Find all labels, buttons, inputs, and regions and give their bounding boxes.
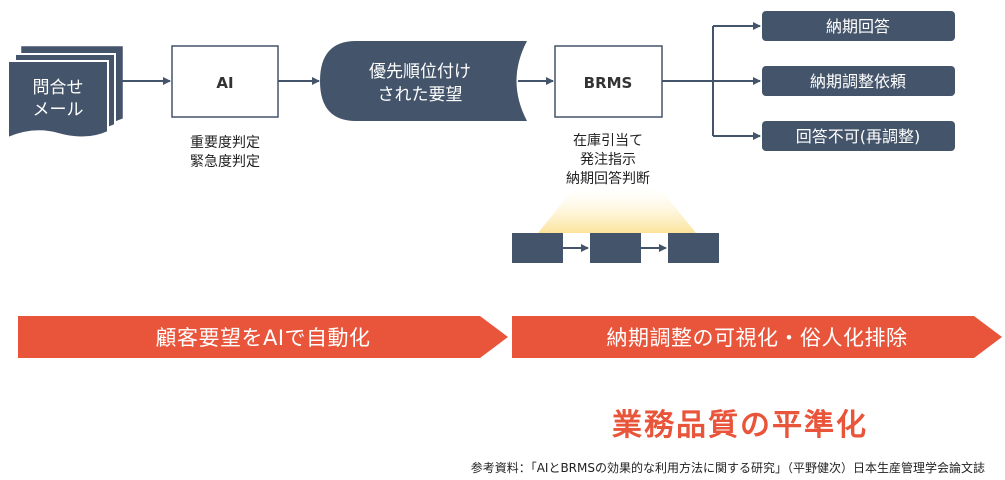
flow-diagram: 問合せ メール AI 優先順位付け された要望 BRMS 納期回答 納期調整依頼… — [7, 11, 955, 263]
result-box-answer — [762, 11, 955, 41]
brms-label: BRMS — [584, 74, 633, 92]
brms-caption-judgment: 納期回答判断 — [566, 171, 650, 187]
ai-label: AI — [216, 74, 233, 92]
ai-caption-urgency: 緊急度判定 — [190, 154, 260, 170]
mail-label-line2: メール — [33, 100, 84, 120]
process-step — [512, 233, 563, 263]
prioritized-requests-shape — [320, 41, 527, 121]
brms-captions: 在庫引当て 発注指示 納期回答判断 — [538, 132, 678, 189]
prioritized-line2: された要望 — [378, 85, 463, 105]
reference-note: 参考資料：「AIとBRMSの効果的な利用方法に関する研究」（平野健次）日本生産管… — [470, 461, 985, 475]
result-box-adjust-request — [762, 66, 955, 96]
result-box-unanswerable — [762, 121, 955, 151]
ai-captions: 重要度判定 緊急度判定 — [165, 134, 285, 172]
outcome-title: 業務品質の平準化 — [612, 408, 868, 443]
branch-connector — [662, 22, 761, 140]
brms-box — [554, 45, 663, 118]
prioritized-line1: 優先順位付け — [369, 62, 471, 82]
process-chain — [512, 233, 719, 263]
process-step — [590, 233, 641, 263]
spotlight-glow — [538, 188, 696, 233]
mail-label-line1: 問合せ — [33, 78, 84, 98]
ai-box — [171, 45, 279, 118]
result-label-answer: 納期回答 — [826, 17, 890, 36]
process-step — [668, 233, 719, 263]
banner-ai-automation: 顧客要望をAIで自動化 — [18, 316, 508, 358]
banner-visualization: 納期調整の可視化・俗人化排除 — [512, 316, 1002, 358]
brms-caption-stock: 在庫引当て — [573, 133, 643, 149]
result-label-adjust-request: 納期調整依頼 — [810, 72, 906, 91]
result-label-unanswerable: 回答不可(再調整) — [796, 127, 921, 146]
mail-document-stack-icon — [7, 46, 123, 140]
brms-caption-order: 発注指示 — [580, 152, 636, 168]
ai-caption-importance: 重要度判定 — [190, 135, 260, 151]
